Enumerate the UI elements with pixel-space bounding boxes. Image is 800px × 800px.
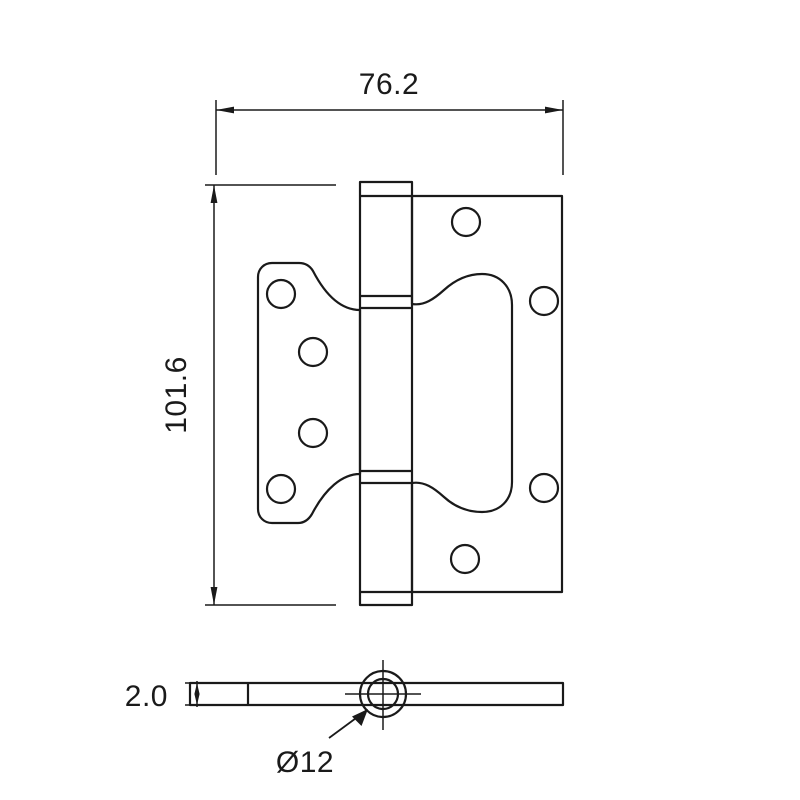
right-leaf-hole-3	[528, 472, 560, 504]
left-leaf-hole-4	[265, 473, 297, 505]
knuckle-barrel	[358, 180, 414, 607]
dimension-overall-height: 101.6	[160, 184, 336, 606]
dim-label-diameter: Ø12	[276, 746, 334, 779]
left-leaf-hole-3	[297, 417, 329, 449]
right-leaf-outline	[410, 194, 564, 594]
dim-label-thickness: 2.0	[125, 680, 168, 713]
arrowhead-left	[216, 106, 234, 114]
edge-view	[188, 660, 565, 730]
left-leaf-outline	[256, 261, 362, 525]
edge-view-bar	[188, 681, 565, 707]
right-leaf-hole-4	[449, 543, 481, 575]
dim-label-width: 76.2	[359, 68, 419, 101]
dimension-overall-width: 76.2	[215, 68, 564, 175]
arrowhead-bottom	[210, 587, 218, 605]
right-leaf	[410, 194, 564, 594]
diameter-leader-arrow	[352, 709, 368, 726]
dim-label-height: 101.6	[160, 356, 193, 434]
thickness-arrow-top	[194, 683, 200, 694]
left-leaf	[256, 261, 362, 525]
left-leaf-hole-2	[297, 336, 329, 368]
arrowhead-right	[545, 106, 563, 114]
dimension-bore-diameter: Ø12	[276, 709, 368, 779]
arrowhead-top	[210, 185, 218, 203]
bore-circle-inner	[366, 677, 400, 711]
thickness-arrow-bottom	[194, 694, 200, 705]
bore-circle-outer	[358, 669, 408, 719]
right-leaf-hole-2	[528, 285, 560, 317]
dimension-thickness: 2.0	[125, 680, 280, 713]
right-leaf-hole-1	[450, 206, 482, 238]
knuckle-outline	[358, 180, 414, 607]
left-leaf-hole-1	[265, 278, 297, 310]
